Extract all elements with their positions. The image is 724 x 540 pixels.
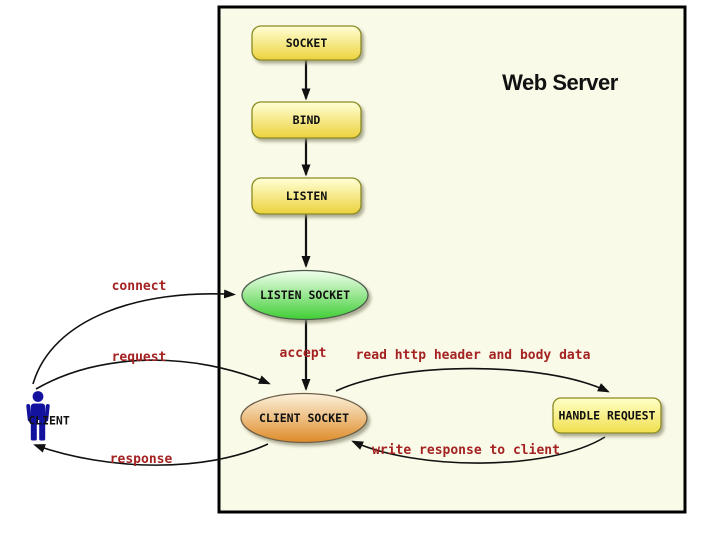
arrow-connect [32, 289, 236, 385]
node-socket: SOCKET [251, 25, 362, 61]
edge-label-connect: connect [112, 279, 167, 294]
client-actor-torso-icon [30, 403, 46, 420]
node-socket-label: SOCKET [286, 36, 328, 50]
node-listen-socket-label: LISTEN SOCKET [260, 288, 350, 302]
edge-label-read-http: read http header and body data [356, 348, 591, 363]
edge-label-request: request [112, 350, 167, 365]
arrow-read-http [335, 367, 610, 393]
node-handle-request-shape [552, 397, 662, 434]
node-listen: LISTEN [251, 177, 362, 215]
node-listen-socket: LISTEN SOCKET [241, 269, 369, 321]
edge-label-response: response [110, 452, 173, 467]
node-handle-request: HANDLE REQUEST [552, 397, 662, 434]
node-bind-label: BIND [293, 113, 321, 127]
node-listen-socket-shape [241, 269, 369, 321]
client-actor-left-leg-icon [30, 419, 37, 441]
node-bind-shape [251, 101, 362, 139]
arrow-write-response [351, 436, 606, 464]
edge-label-accept: accept [280, 346, 327, 361]
node-bind: BIND [251, 101, 362, 139]
client-actor-right-arm-icon [44, 403, 50, 422]
node-client-socket-shape [240, 392, 368, 444]
client-actor-label: CLIENT [28, 414, 70, 428]
node-socket-shape [251, 25, 362, 61]
client-actor-left-arm-icon [26, 403, 32, 422]
node-listen-shape [251, 177, 362, 215]
node-client-socket: CLIENT SOCKET [240, 392, 368, 444]
edge-label-write-response: write response to client [372, 443, 560, 458]
arrow-response [33, 443, 269, 466]
arrow-request [35, 359, 271, 390]
client-actor-right-leg-icon [39, 419, 46, 441]
node-client-socket-label: CLIENT SOCKET [259, 411, 349, 425]
client-actor: CLIENT [26, 391, 70, 441]
node-handle-request-label: HANDLE REQUEST [559, 409, 656, 423]
client-actor-head-icon [32, 391, 44, 402]
diagram-title: Web Server [502, 70, 619, 95]
node-listen-label: LISTEN [286, 189, 328, 203]
